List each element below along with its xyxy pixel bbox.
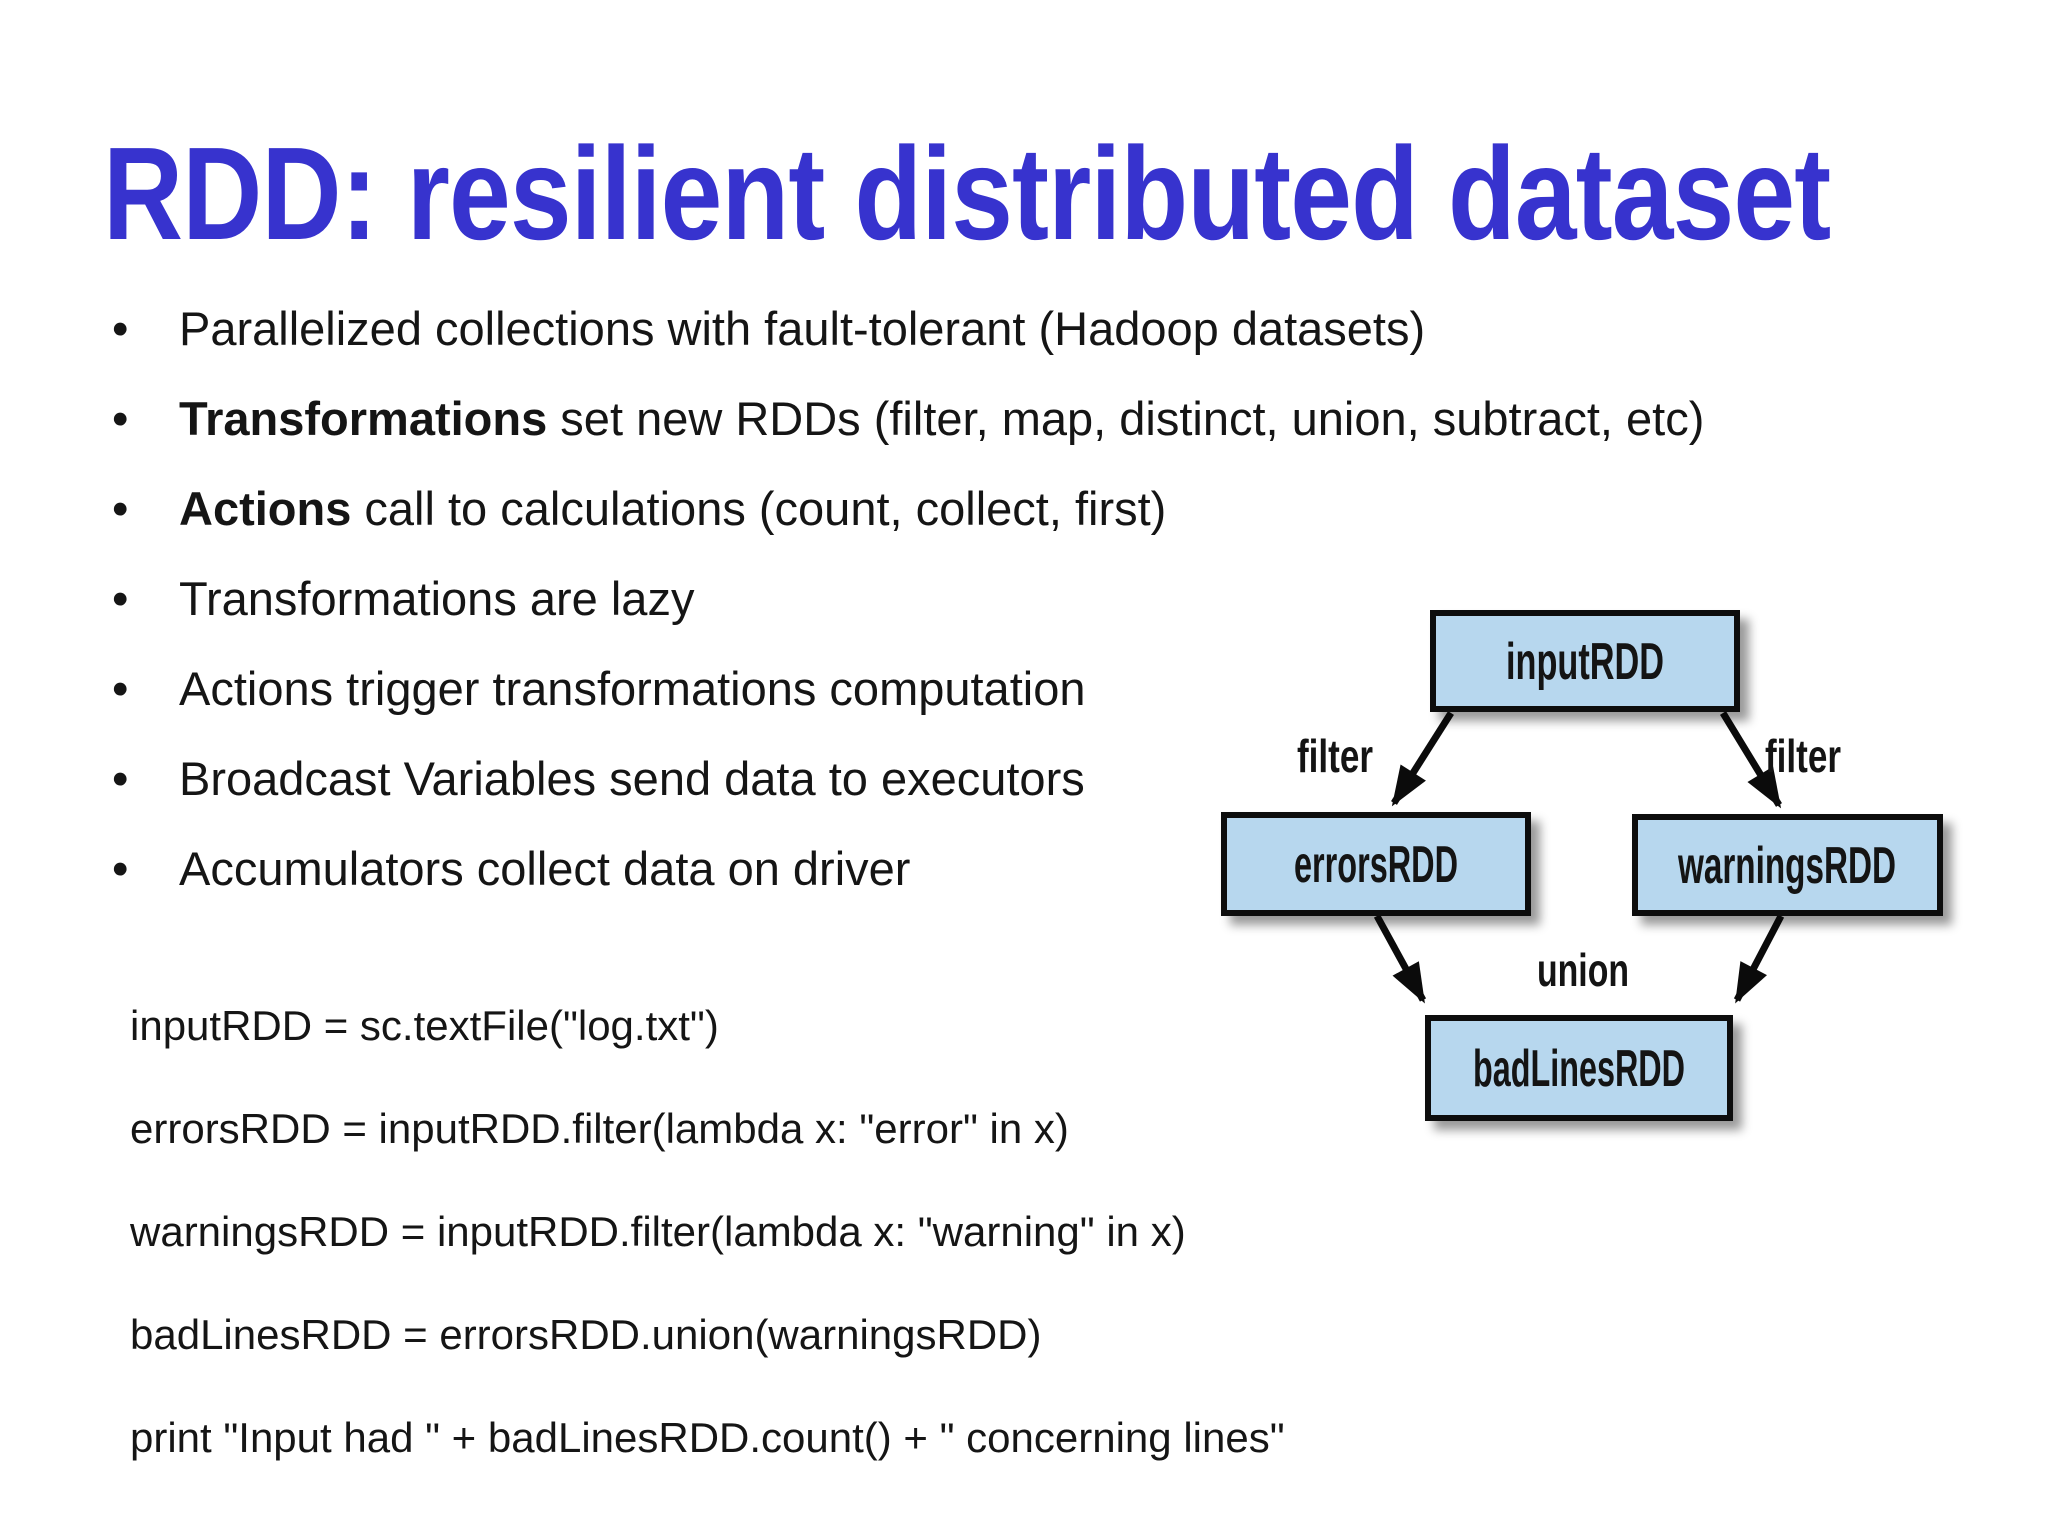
node-inputrdd-box	[1430, 610, 1740, 712]
bullet-item: Broadcast Variables send data to executo…	[110, 733, 1704, 823]
rdd-diagram: inputRDD errorsRDD warningsRDD badLinesR…	[1221, 610, 1943, 1121]
node-inputrdd-label: inputRDD	[1506, 633, 1664, 691]
arrow-warnings-to-badlines	[1733, 914, 1785, 1004]
code-line: errorsRDD = inputRDD.filter(lambda x: "e…	[130, 1104, 1069, 1152]
node-badlinesrdd-label: badLinesRDD	[1473, 1040, 1685, 1098]
bullet-dot	[110, 571, 179, 626]
node-errorsrdd-box	[1221, 812, 1531, 916]
node-errorsrdd-label: errorsRDD	[1294, 836, 1458, 894]
code-line: warningsRDD = inputRDD.filter(lambda x: …	[130, 1207, 1186, 1255]
bullet-item: Accumulators collect data on driver	[110, 823, 1704, 913]
edge-label-union: union	[1537, 944, 1629, 996]
bullet-item: Parallelized collections with fault-tole…	[110, 283, 1704, 373]
edge-label-filter-right: filter	[1765, 730, 1841, 782]
bullet-dot	[110, 481, 179, 536]
bullet-dot	[110, 841, 179, 896]
code-line: badLinesRDD = errorsRDD.union(warningsRD…	[130, 1310, 1042, 1358]
bullet-item: Actions trigger transformations computat…	[110, 643, 1704, 733]
bullet-dot	[110, 301, 179, 356]
bullet-dot	[110, 391, 179, 446]
arrow-errors-to-badlines	[1373, 914, 1427, 1004]
code-block: inputRDD = sc.textFile("log.txt") errors…	[130, 974, 1285, 1489]
edge-label-filter-left: filter	[1297, 730, 1373, 782]
page-title: RDD: resilient distributed dataset	[103, 120, 1831, 267]
node-warningsrdd-label: warningsRDD	[1677, 837, 1896, 895]
arrow-input-to-warnings	[1720, 711, 1782, 809]
bullet-dot	[110, 661, 179, 716]
code-line: print "Input had " + badLinesRDD.count()…	[130, 1413, 1285, 1461]
bullet-item: Actions call to calculations (count, col…	[110, 463, 1704, 553]
node-badlinesrdd-box	[1425, 1015, 1733, 1121]
code-line: inputRDD = sc.textFile("log.txt")	[130, 1001, 719, 1049]
bullet-item: Transformations set new RDDs (filter, ma…	[110, 373, 1704, 463]
bullet-item: Transformations are lazy	[110, 553, 1704, 643]
node-warningsrdd-box	[1632, 814, 1943, 916]
arrow-input-to-errors	[1391, 711, 1454, 807]
bullet-dot	[110, 751, 179, 806]
bullet-list: Parallelized collections with fault-tole…	[110, 283, 1704, 913]
